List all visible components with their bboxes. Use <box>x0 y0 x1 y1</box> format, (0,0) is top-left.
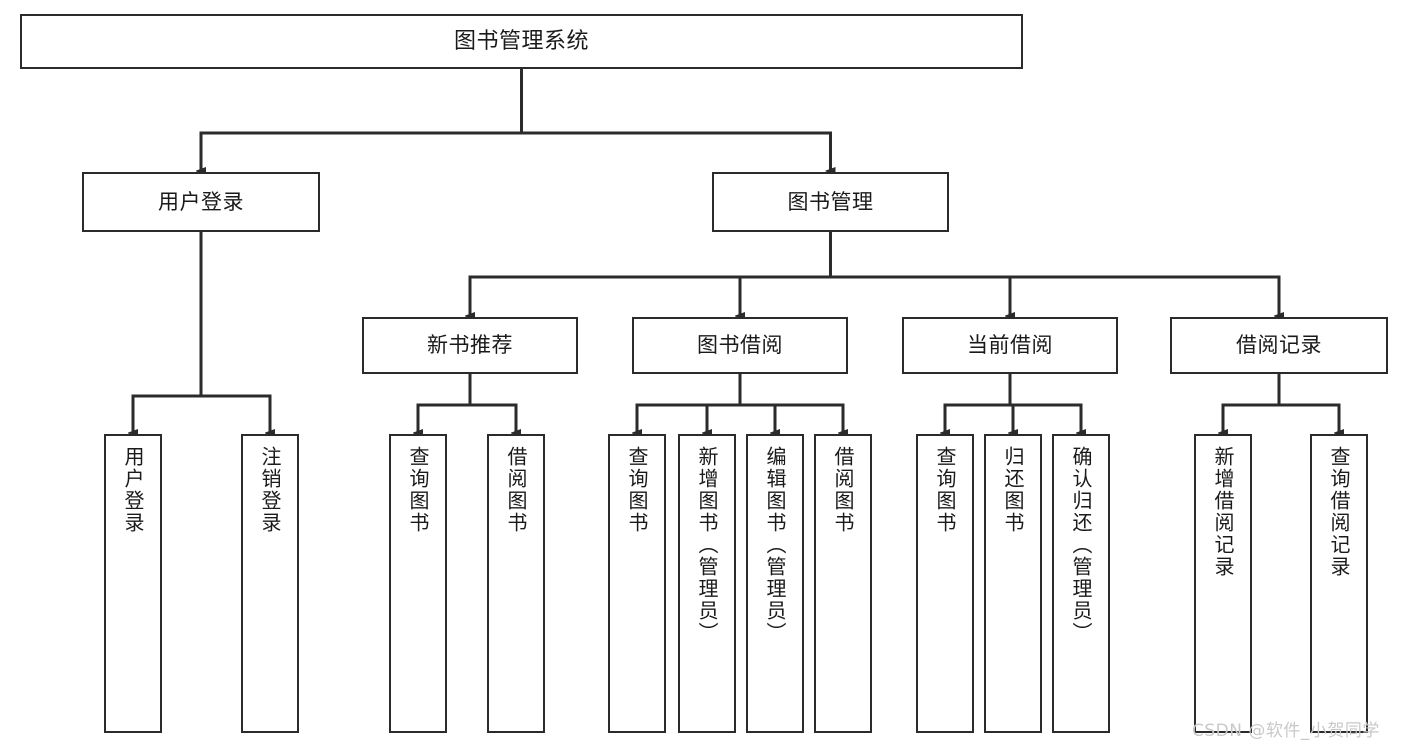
node-book-manage[interactable]: 图书管理 <box>712 172 949 232</box>
node-borrow-record[interactable]: 借阅记录 <box>1170 317 1388 374</box>
node-label: 图书管理 <box>787 189 874 214</box>
node-label: 注销登录 <box>258 446 282 534</box>
node-label: 查询图书 <box>625 446 649 534</box>
node-leaf-query-book-3[interactable]: 查询图书 <box>916 434 974 733</box>
node-user-login[interactable]: 用户登录 <box>82 172 320 232</box>
node-leaf-return-book[interactable]: 归还图书 <box>984 434 1042 733</box>
node-label: 编辑图书（管理员） <box>763 446 787 644</box>
node-label: 确认归还（管理员） <box>1069 446 1093 644</box>
node-leaf-edit-book[interactable]: 编辑图书（管理员） <box>746 434 804 733</box>
node-label: 新增图书（管理员） <box>695 446 719 644</box>
csdn-watermark: CSDN @软件_小贺同学 <box>1192 721 1380 741</box>
node-label: 借阅记录 <box>1236 333 1322 358</box>
node-label: 图书借阅 <box>697 333 783 358</box>
node-label: 用户登录 <box>121 446 145 534</box>
node-root[interactable]: 图书管理系统 <box>20 14 1023 69</box>
connector-edges <box>133 67 1339 433</box>
node-current-borrow[interactable]: 当前借阅 <box>902 317 1118 374</box>
node-leaf-add-record[interactable]: 新增借阅记录 <box>1194 434 1252 733</box>
node-label: 查询图书 <box>933 446 957 534</box>
node-new-book-rec[interactable]: 新书推荐 <box>362 317 578 374</box>
node-label: 当前借阅 <box>967 333 1053 358</box>
node-book-borrow[interactable]: 图书借阅 <box>632 317 848 374</box>
node-label: 查询图书 <box>406 446 430 534</box>
node-leaf-query-record[interactable]: 查询借阅记录 <box>1310 434 1368 733</box>
node-label: 借阅图书 <box>504 446 528 534</box>
node-leaf-query-book-1[interactable]: 查询图书 <box>389 434 447 733</box>
node-label: 图书管理系统 <box>453 28 589 54</box>
node-label: 归还图书 <box>1001 446 1025 534</box>
node-leaf-user-login[interactable]: 用户登录 <box>104 434 162 733</box>
node-leaf-user-logout[interactable]: 注销登录 <box>241 434 299 733</box>
node-leaf-confirm-return[interactable]: 确认归还（管理员） <box>1052 434 1110 733</box>
node-label: 新书推荐 <box>427 333 513 358</box>
node-leaf-borrow-book-1[interactable]: 借阅图书 <box>487 434 545 733</box>
node-label: 查询借阅记录 <box>1327 446 1351 578</box>
node-label: 新增借阅记录 <box>1211 446 1235 578</box>
node-label: 用户登录 <box>158 189 244 214</box>
node-leaf-query-book-2[interactable]: 查询图书 <box>608 434 666 733</box>
node-leaf-borrow-book-2[interactable]: 借阅图书 <box>814 434 872 733</box>
node-leaf-add-book[interactable]: 新增图书（管理员） <box>678 434 736 733</box>
node-label: 借阅图书 <box>831 446 855 534</box>
